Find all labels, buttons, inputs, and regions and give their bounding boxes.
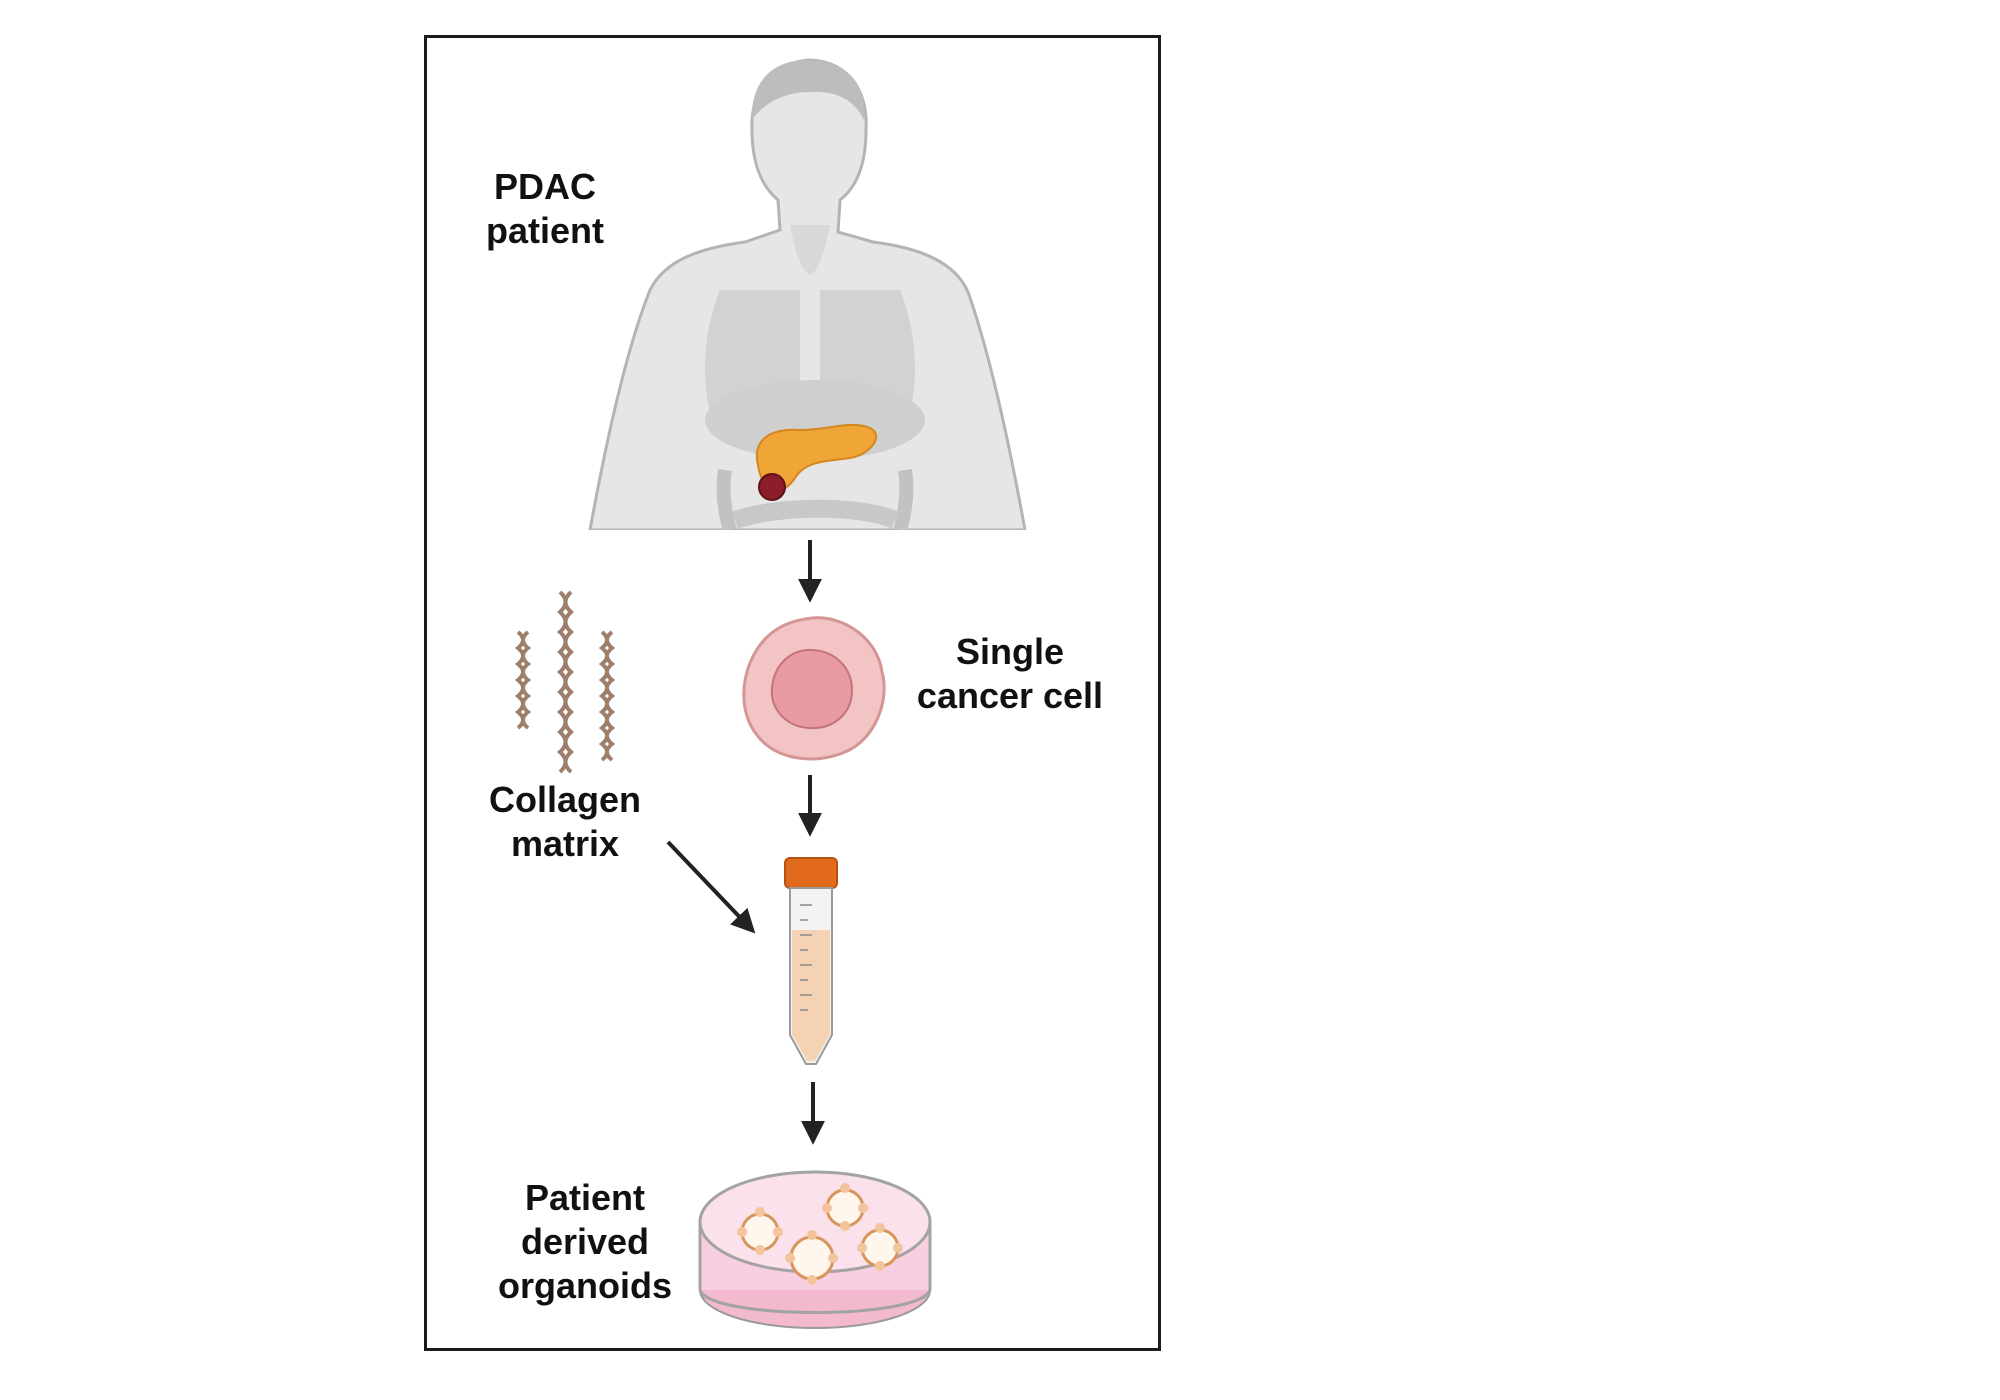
collagen-fiber-icon xyxy=(514,590,616,774)
label-pdac-patient: PDAC patient xyxy=(485,166,604,251)
centrifuge-tube-icon xyxy=(784,857,838,1065)
cancer-cell-icon xyxy=(742,616,886,761)
organoid-icon xyxy=(737,1183,903,1285)
label-single-cancer-cell: Single cancer cell xyxy=(916,631,1104,716)
figure-frame xyxy=(424,35,1161,1351)
label-collagen-matrix: Collagen matrix xyxy=(488,779,641,864)
pancreas-tumor-icon xyxy=(755,423,878,501)
arrow-icon xyxy=(666,840,756,934)
human-body-icon xyxy=(588,58,1027,530)
label-patient-derived-organoids: Patient derived organoids xyxy=(497,1177,672,1306)
